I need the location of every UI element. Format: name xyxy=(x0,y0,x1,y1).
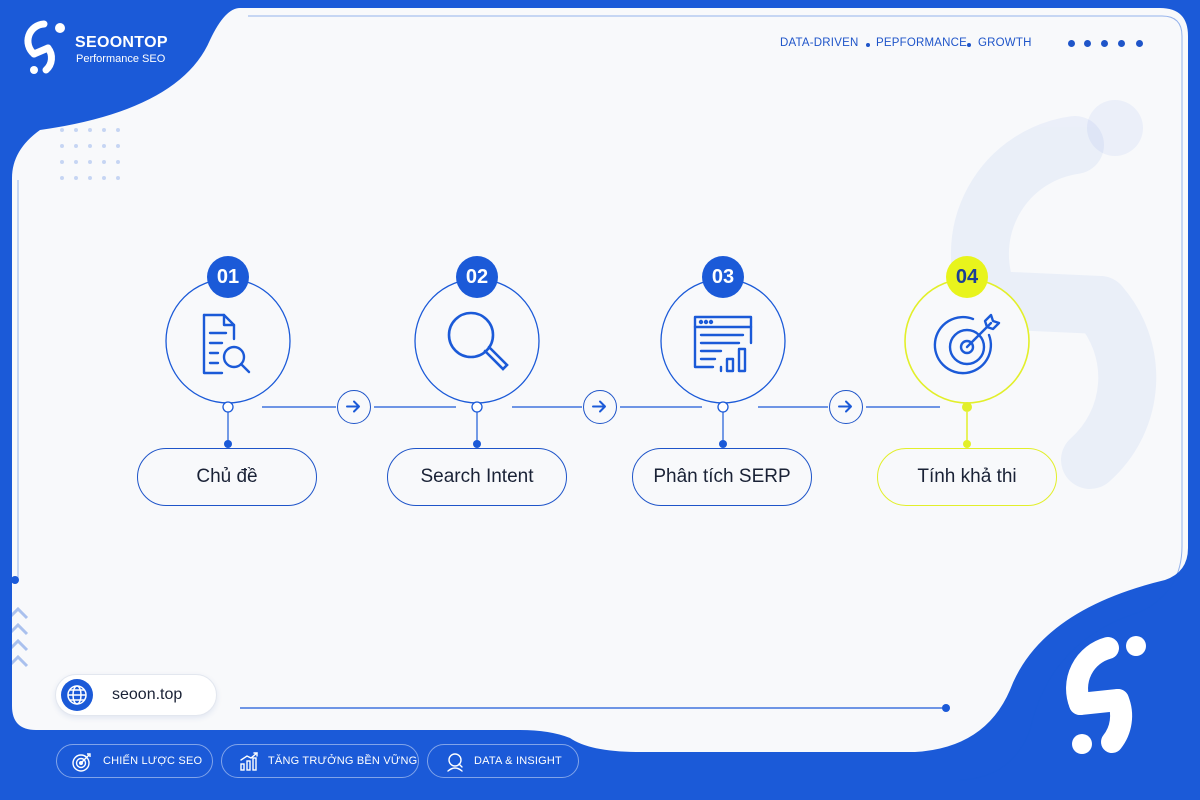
footer-chip-label: DATA & INSIGHT xyxy=(474,755,562,767)
website-link[interactable]: seoon.top xyxy=(55,674,217,716)
connector-dot xyxy=(719,440,727,448)
tagline-item: DATA-DRIVEN xyxy=(780,37,859,49)
step-label[interactable]: Phân tích SERP xyxy=(632,448,812,506)
arrow-right-icon xyxy=(592,400,606,413)
step-label[interactable]: Chủ đề xyxy=(137,448,317,506)
footer-chip-data-insight[interactable]: DATA & INSIGHT xyxy=(427,744,579,778)
brand-name: SEOONTOP xyxy=(75,34,168,51)
footer-chip-sustainable-growth[interactable]: TĂNG TRƯỞNG BỀN VỮNG xyxy=(221,744,419,778)
step-number-badge: 02 xyxy=(456,256,498,298)
pagination-dot[interactable] xyxy=(1101,40,1108,47)
growth-chart-icon xyxy=(240,752,258,771)
step-number-badge: 01 xyxy=(207,256,249,298)
arrow-right-icon xyxy=(346,400,360,413)
step-number-badge: 04 xyxy=(946,256,988,298)
connector-dot xyxy=(963,440,971,448)
browser-chart-icon xyxy=(693,315,753,373)
document-search-icon xyxy=(202,313,251,375)
tagline-item: GROWTH xyxy=(978,37,1032,49)
pagination-dot[interactable] xyxy=(1068,40,1075,47)
step-circle xyxy=(660,278,786,413)
brand-logo-icon xyxy=(24,20,65,74)
step-circle xyxy=(165,278,291,413)
next-arrow-button[interactable] xyxy=(829,390,863,424)
target-arrow-icon xyxy=(933,313,1001,375)
footer-chip-seo-strategy[interactable]: CHIẾN LƯỢC SEO xyxy=(56,744,213,778)
brand-subtitle: Performance SEO xyxy=(76,53,166,65)
pagination-dot[interactable] xyxy=(1118,40,1125,47)
step-circle xyxy=(414,278,540,413)
step-number-badge: 03 xyxy=(702,256,744,298)
tagline-item: PEPFORMANCE xyxy=(876,37,968,49)
insight-icon xyxy=(447,753,463,772)
next-arrow-button[interactable] xyxy=(583,390,617,424)
globe-icon xyxy=(61,679,93,711)
step-label[interactable]: Tính khả thi xyxy=(877,448,1057,506)
pagination-dot[interactable] xyxy=(1136,40,1143,47)
footer-chip-label: TĂNG TRƯỞNG BỀN VỮNG xyxy=(268,755,418,767)
footer-chip-label: CHIẾN LƯỢC SEO xyxy=(103,755,203,767)
magnifier-icon xyxy=(447,311,509,371)
connector-dot xyxy=(224,440,232,448)
next-arrow-button[interactable] xyxy=(337,390,371,424)
step-label[interactable]: Search Intent xyxy=(387,448,567,506)
target-icon xyxy=(72,753,91,772)
tagline-separator xyxy=(967,43,971,47)
website-url: seoon.top xyxy=(112,686,183,703)
connector-dot xyxy=(473,440,481,448)
step-circle-highlighted xyxy=(904,278,1030,412)
tagline-separator xyxy=(866,43,870,47)
arrow-right-icon xyxy=(838,400,852,413)
pagination-dot[interactable] xyxy=(1084,40,1091,47)
